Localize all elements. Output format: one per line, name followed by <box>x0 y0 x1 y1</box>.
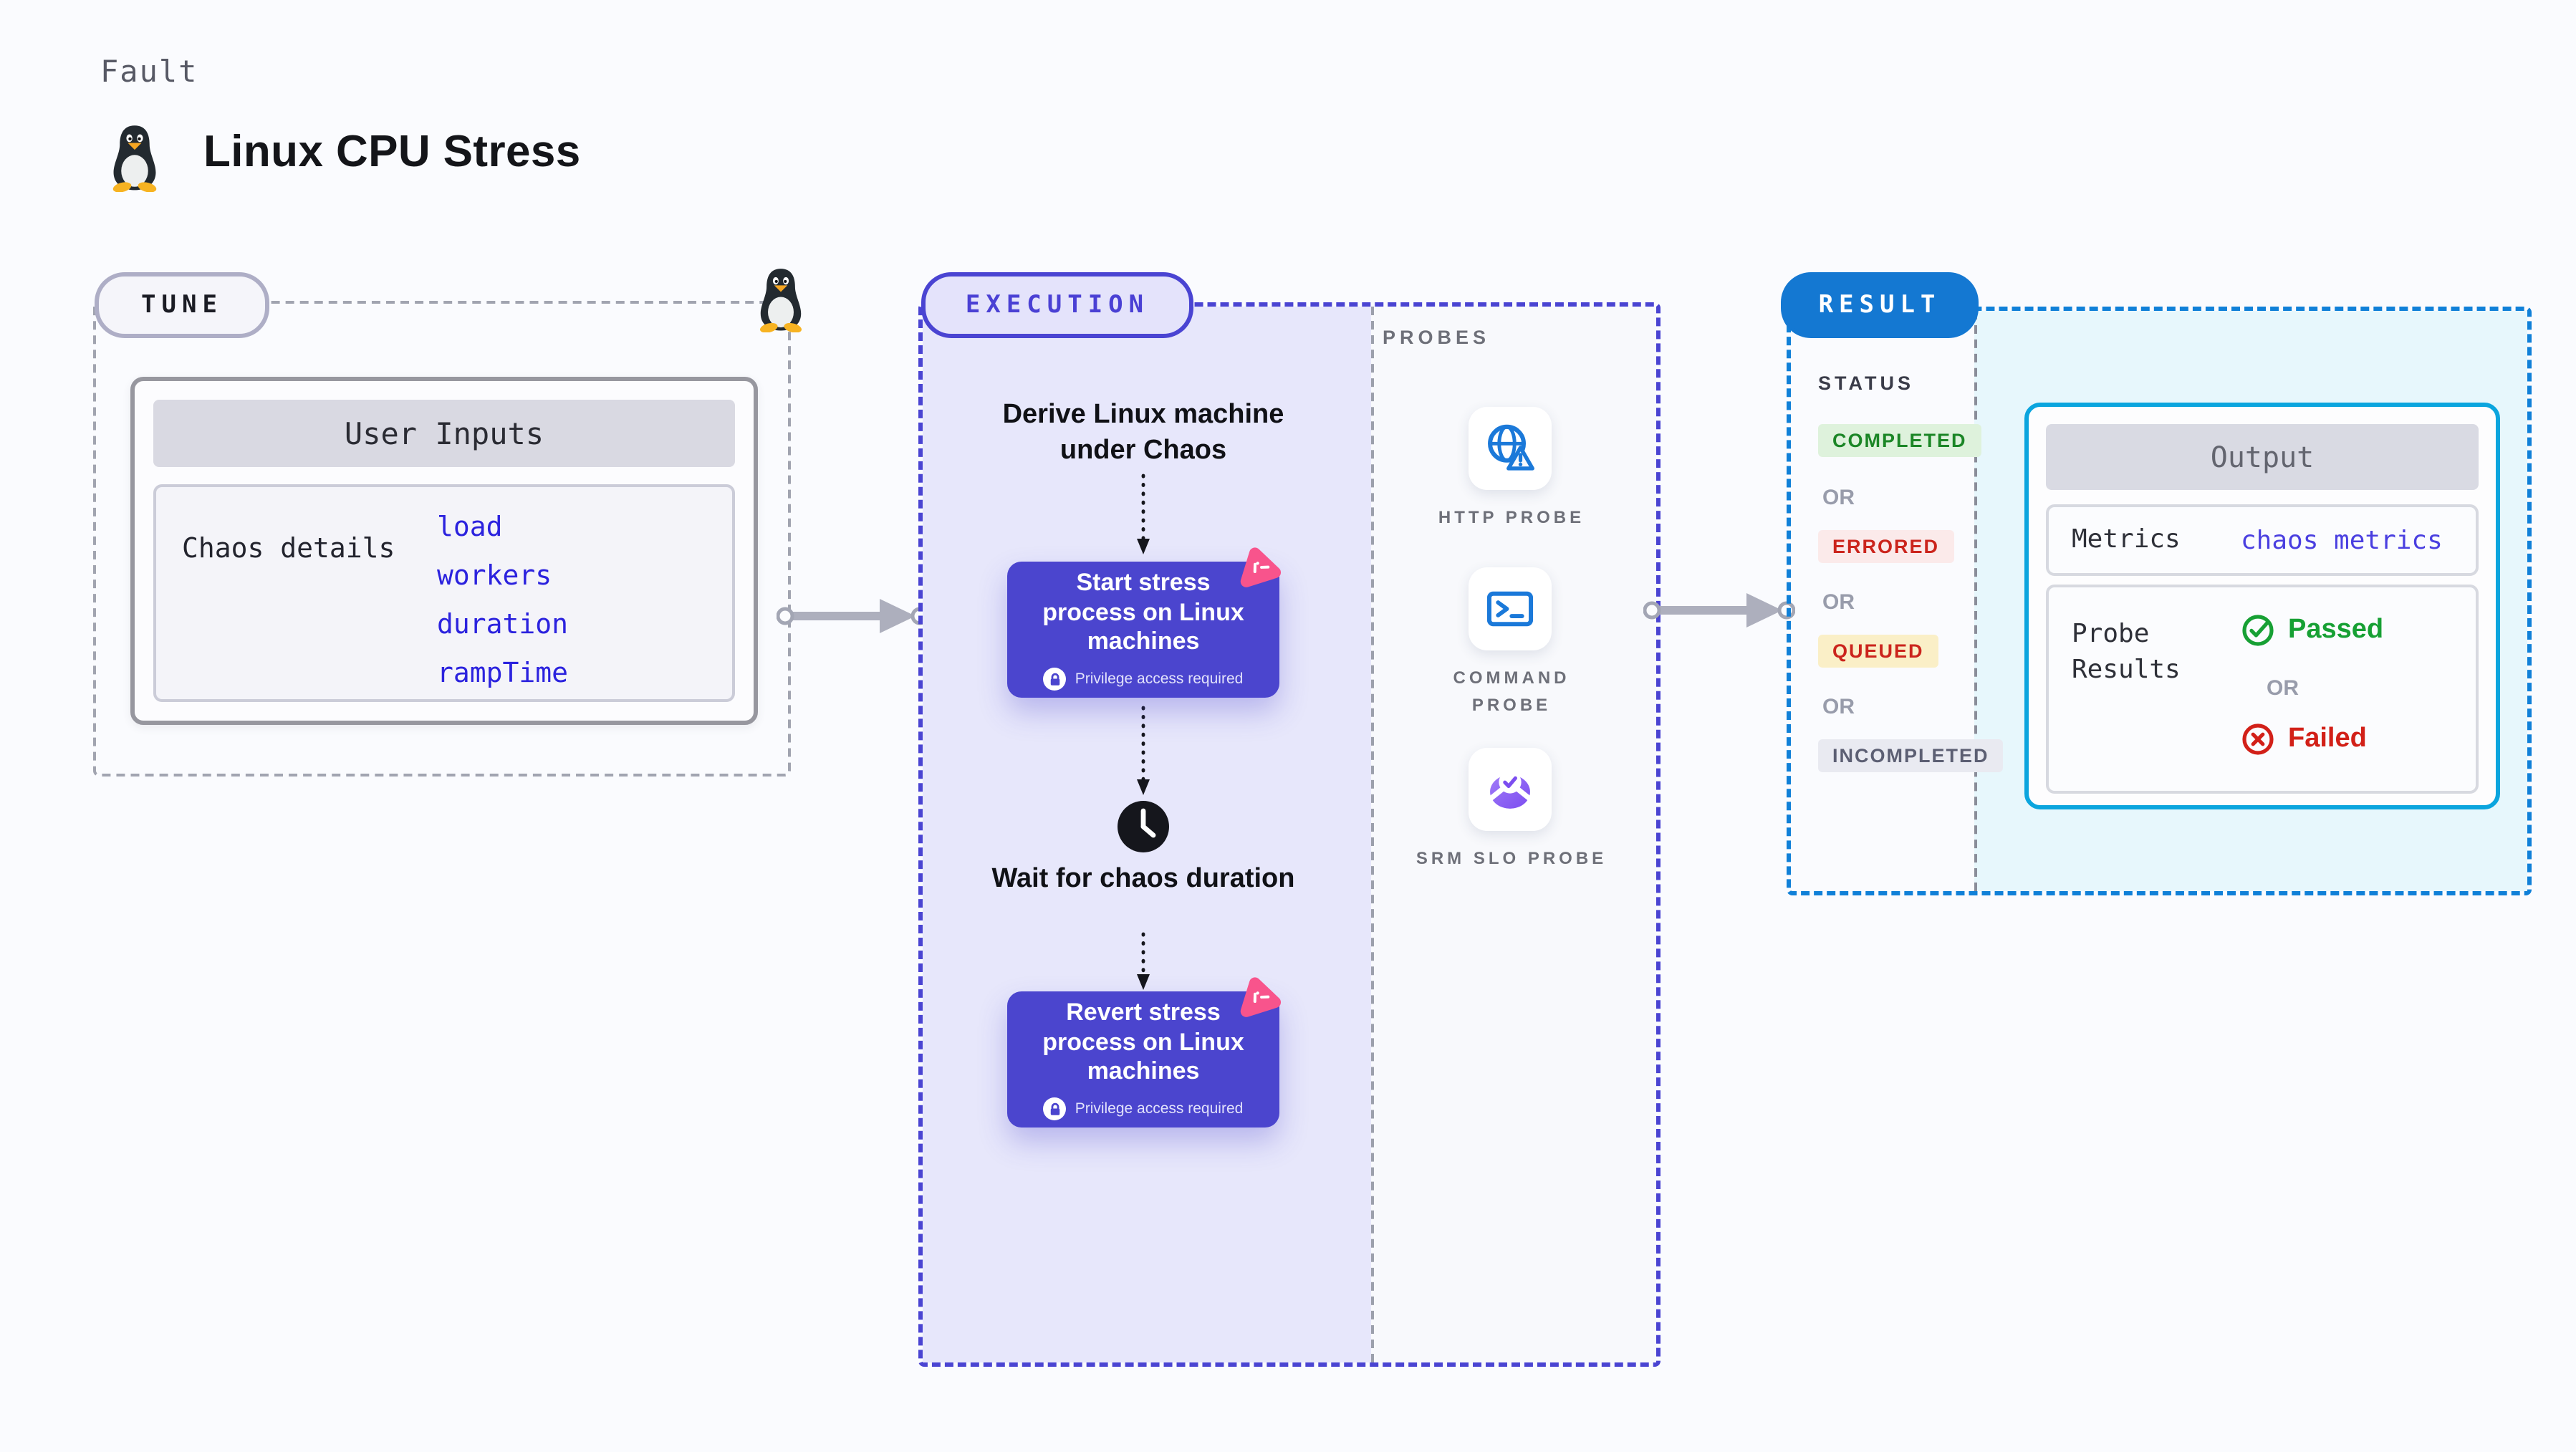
srm-slo-probe-card <box>1469 748 1552 831</box>
probe-results-label: Probe Results <box>2072 619 2181 686</box>
user-inputs-header: User Inputs <box>153 400 735 467</box>
status-badge-incompleted: INCOMPLETED <box>1818 739 2004 772</box>
metrics-label: Metrics <box>2072 524 2181 554</box>
failed-result: Failed <box>2241 722 2367 756</box>
lock-icon <box>1043 1097 1067 1121</box>
derive-step-text: Derive Linux machine under Chaos <box>1002 400 1284 466</box>
check-circle-icon <box>2241 613 2275 648</box>
chaos-details-row: Chaos details load workers duration ramp… <box>153 484 735 702</box>
clock-icon <box>1116 799 1171 854</box>
start-stress-node: Start stress process on Linux machines P… <box>1007 562 1279 698</box>
result-divider <box>1974 311 1977 891</box>
probe-results-row: Probe Results Passed OR <box>2046 585 2479 794</box>
tux-corner-icon <box>754 266 808 332</box>
link-duration[interactable]: duration <box>437 609 569 640</box>
globe-alert-icon <box>1483 421 1537 476</box>
flow-arrow-1 <box>1135 473 1152 556</box>
http-probe-label: HTTP PROBE <box>1438 507 1585 527</box>
flow-arrow-3 <box>1135 931 1152 991</box>
output-card: Output Metrics chaos metrics Probe Resul… <box>2024 403 2500 809</box>
privilege-note: Privilege access required <box>1075 1100 1244 1118</box>
status-header: STATUS <box>1818 372 1914 394</box>
start-stress-title: Start stress process on Linux machines <box>1042 568 1244 655</box>
metrics-value-link[interactable]: chaos metrics <box>2241 525 2443 555</box>
lock-icon <box>1043 668 1067 691</box>
result-section-pill: RESULT <box>1781 272 1979 338</box>
tune-section-pill: TUNE <box>95 272 269 338</box>
command-probe-card <box>1469 567 1552 650</box>
user-inputs-card: User Inputs Chaos details load workers d… <box>130 377 758 725</box>
failed-label: Failed <box>2288 723 2367 754</box>
link-rampTime[interactable]: rampTime <box>437 658 569 689</box>
privilege-row: Privilege access required <box>1043 1097 1244 1121</box>
execution-to-result-arrow <box>1643 590 1795 630</box>
or-separator: OR <box>1822 486 1855 510</box>
status-badge-completed: COMPLETED <box>1818 424 1981 457</box>
or-separator: OR <box>2267 676 2299 701</box>
passed-result: Passed <box>2241 613 2383 648</box>
x-circle-icon <box>2241 722 2275 756</box>
chaos-details-label: Chaos details <box>182 533 395 564</box>
srm-slo-probe-label: SRM SLO PROBE <box>1416 848 1607 868</box>
linux-tux-icon <box>106 123 163 192</box>
http-probe-card <box>1469 407 1552 490</box>
chaos-pinwheel-icon <box>1235 544 1281 590</box>
link-load[interactable]: load <box>437 511 503 543</box>
execution-section-pill: EXECUTION <box>921 272 1193 338</box>
page-title: Linux CPU Stress <box>203 126 581 176</box>
probes-divider <box>1371 307 1374 1362</box>
probes-header: PROBES <box>1383 327 1491 348</box>
slo-donut-icon <box>1481 762 1539 817</box>
passed-label: Passed <box>2288 615 2384 645</box>
command-probe-label: COMMAND PROBE <box>1453 668 1570 715</box>
or-separator: OR <box>1822 590 1855 615</box>
fault-kicker: Fault <box>100 54 198 89</box>
chaos-pinwheel-icon <box>1235 974 1281 1020</box>
status-badge-queued: QUEUED <box>1818 635 1938 668</box>
terminal-icon <box>1483 582 1537 636</box>
revert-stress-node: Revert stress process on Linux machines … <box>1007 991 1279 1128</box>
flow-arrow-2 <box>1135 705 1152 797</box>
privilege-note: Privilege access required <box>1075 670 1244 688</box>
tune-section-box <box>93 301 791 777</box>
status-badge-errored: ERRORED <box>1818 530 1954 563</box>
link-workers[interactable]: workers <box>437 560 552 592</box>
privilege-row: Privilege access required <box>1043 668 1244 691</box>
metrics-row: Metrics chaos metrics <box>2046 504 2479 576</box>
wait-step-text: Wait for chaos duration <box>991 864 1295 894</box>
output-header: Output <box>2046 424 2479 490</box>
tune-to-execution-arrow <box>777 596 928 636</box>
revert-stress-title: Revert stress process on Linux machines <box>1042 998 1244 1085</box>
or-separator: OR <box>1822 695 1855 719</box>
